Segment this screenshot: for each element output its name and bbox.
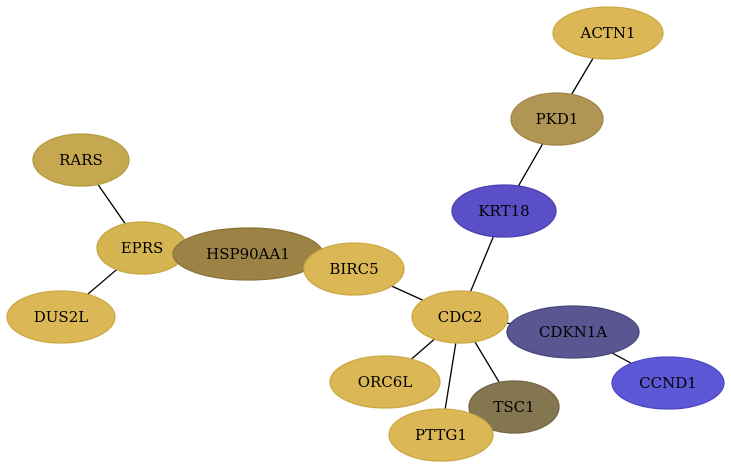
node-label: CDKN1A xyxy=(539,323,607,341)
node-pttg1[interactable]: PTTG1 xyxy=(388,408,494,462)
node-ellipse[interactable] xyxy=(506,305,640,359)
node-tsc1[interactable]: TSC1 xyxy=(468,380,560,434)
node-label: EPRS xyxy=(121,239,164,257)
node-birc5[interactable]: BIRC5 xyxy=(303,242,405,296)
node-label: PTTG1 xyxy=(415,426,467,444)
node-ellipse[interactable] xyxy=(6,290,116,344)
node-actn1[interactable]: ACTN1 xyxy=(552,6,664,60)
node-label: PKD1 xyxy=(536,110,579,128)
node-ellipse[interactable] xyxy=(329,355,441,409)
node-label: RARS xyxy=(59,151,103,169)
node-cdc2[interactable]: CDC2 xyxy=(411,290,509,344)
node-rars[interactable]: RARS xyxy=(32,133,130,187)
node-label: HSP90AA1 xyxy=(206,245,290,263)
node-ellipse[interactable] xyxy=(388,408,494,462)
node-cdkn1a[interactable]: CDKN1A xyxy=(506,305,640,359)
node-ellipse[interactable] xyxy=(552,6,664,60)
node-label: ACTN1 xyxy=(580,24,636,42)
node-krt18[interactable]: KRT18 xyxy=(451,184,557,238)
node-label: DUS2L xyxy=(34,308,88,326)
node-label: KRT18 xyxy=(478,202,529,220)
node-dus2l[interactable]: DUS2L xyxy=(6,290,116,344)
node-ellipse[interactable] xyxy=(303,242,405,296)
node-ellipse[interactable] xyxy=(510,92,604,146)
node-orc6l[interactable]: ORC6L xyxy=(329,355,441,409)
node-ellipse[interactable] xyxy=(411,290,509,344)
node-ellipse[interactable] xyxy=(468,380,560,434)
node-eprs[interactable]: EPRS xyxy=(96,221,188,275)
node-label: CCND1 xyxy=(639,374,697,392)
node-label: BIRC5 xyxy=(329,260,378,278)
node-ellipse[interactable] xyxy=(611,356,725,410)
node-ccnd1[interactable]: CCND1 xyxy=(611,356,725,410)
node-label: TSC1 xyxy=(493,398,534,416)
node-label: CDC2 xyxy=(438,308,483,326)
node-hsp90aa1[interactable]: HSP90AA1 xyxy=(172,227,324,281)
node-label: ORC6L xyxy=(358,373,413,391)
node-ellipse[interactable] xyxy=(451,184,557,238)
node-ellipse[interactable] xyxy=(32,133,130,187)
node-pkd1[interactable]: PKD1 xyxy=(510,92,604,146)
